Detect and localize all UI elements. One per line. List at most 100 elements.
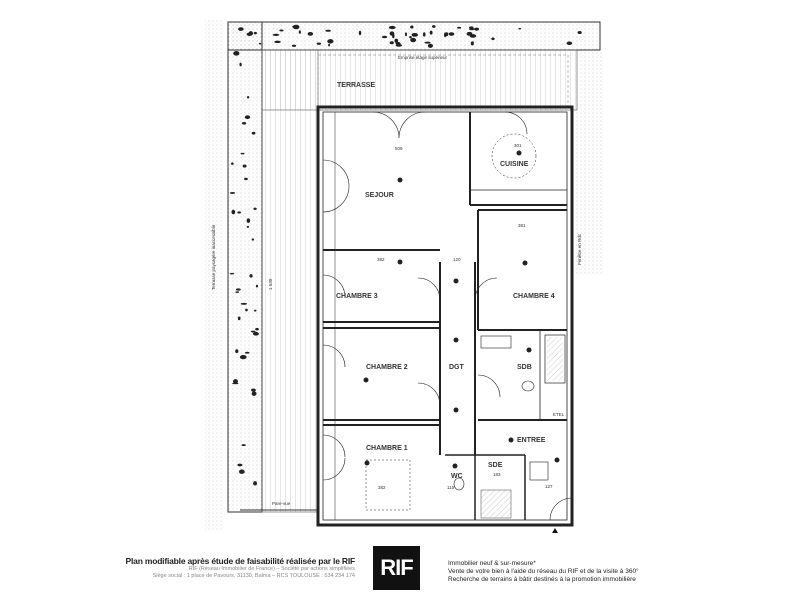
note-terrasse-paysagere: Terrasse paysagère inaccessible [211, 224, 216, 290]
footer-taglines: Immobilier neuf & sur-mesure* Vente de v… [448, 560, 639, 584]
foliage-mark [253, 31, 257, 35]
dim-entree: 127 [545, 484, 553, 489]
ceiling-lights [363, 150, 560, 469]
ceiling-light-icon [364, 460, 370, 466]
foliage-mark [474, 27, 479, 31]
ceiling-light-icon [554, 457, 560, 463]
foliage-mark [241, 444, 246, 447]
foliage-mark [291, 44, 297, 47]
foliage-mark [395, 43, 403, 47]
foliage-mark [566, 41, 573, 45]
foliage-mark [250, 330, 256, 333]
foliage-mark [254, 309, 257, 312]
foliage-mark [410, 25, 414, 29]
foliage-mark [229, 192, 236, 194]
foliage-mark [231, 162, 234, 165]
tagline-2: Vente de votre bien à l'aide du réseau d… [448, 568, 639, 575]
foliage-mark [292, 24, 300, 30]
dim-terrace-length: 1 530 [268, 278, 273, 290]
foliage-mark [233, 379, 238, 384]
foliage-mark [239, 354, 247, 360]
foliage-mark [411, 32, 419, 37]
foliage-mark [325, 29, 331, 32]
foliage-mark [251, 131, 256, 135]
note-pare-vue: Pare-vue [272, 501, 291, 506]
foliage-mark [248, 31, 253, 36]
foliage-mark [258, 42, 262, 45]
foliage-mark [518, 27, 522, 30]
footer-address: Siège social : 1 place de Pavours, 31130… [152, 573, 355, 579]
foliage-mark [389, 41, 394, 45]
ceiling-light-icon [397, 259, 403, 265]
foliage-mark [316, 42, 322, 45]
foliage-mark [246, 95, 250, 99]
foliage-mark [410, 37, 417, 43]
foliage-mark [443, 32, 447, 38]
ceiling-light-icon [526, 347, 532, 353]
foliage-mark [249, 274, 253, 278]
room-label-dgt: DGT [449, 364, 465, 371]
foliage-mark [252, 331, 259, 336]
foliage-mark [242, 164, 247, 168]
foliage-mark [237, 463, 243, 467]
footer-legal: Plan modifiable après étude de faisabili… [126, 556, 356, 580]
ceiling-light-icon [453, 337, 459, 343]
foliage-mark [251, 391, 257, 396]
ceiling-light-icon [522, 260, 528, 266]
foliage-mark [245, 351, 250, 354]
foliage-mark [253, 481, 258, 486]
foliage-mark [457, 26, 462, 29]
tagline-1: Immobilier neuf & sur-mesure* [448, 560, 536, 567]
room-label-terrasse: TERRASSE [337, 82, 375, 89]
room-label-chambre-1: CHAMBRE 1 [366, 445, 408, 452]
terrace-decking [240, 49, 578, 513]
foliage-mark [432, 25, 436, 28]
foliage-mark [241, 121, 247, 125]
walls [316, 105, 574, 527]
foliage-mark [422, 32, 426, 37]
dim-sejour: 509 [395, 146, 403, 151]
foliage-mark [358, 30, 362, 36]
foliage-mark [237, 211, 241, 214]
foliage-mark [577, 30, 582, 35]
note-etel: ETEL [553, 412, 565, 417]
foliage-mark [238, 469, 245, 474]
foliage-mark [388, 25, 396, 30]
foliage-mark [469, 28, 475, 31]
dim-sde: 183 [493, 472, 501, 477]
foliage-mark [491, 37, 495, 41]
foliage-mark [253, 207, 257, 210]
foliage-mark [246, 225, 250, 228]
shower-hatching [480, 337, 563, 519]
foliage-mark [229, 272, 235, 275]
dim-dgt: 120 [453, 257, 461, 262]
note-emprise: Emprise étage supérieur [398, 55, 448, 60]
foliage-mark [381, 35, 388, 39]
foliage-mark [327, 39, 334, 44]
foliage-mark [429, 30, 433, 35]
foliage-mark [394, 38, 399, 43]
foliage-mark [237, 316, 241, 321]
foliage-mark [238, 27, 244, 31]
ceiling-light-icon [363, 377, 369, 383]
foliage-mark [255, 284, 259, 288]
room-label-chambre-4: CHAMBRE 4 [513, 293, 555, 300]
foliage-mark [328, 43, 331, 47]
dim-chambre-4: 381 [518, 223, 526, 228]
foliage-mark [424, 41, 431, 44]
foliage-mark [292, 25, 295, 28]
room-label-sejour: SEJOUR [365, 192, 394, 199]
tagline-3: Recherche de terrains à bâtir destinés à… [448, 576, 636, 583]
foliage-mark [239, 62, 242, 67]
foliage-mark [235, 288, 241, 291]
dim-chambre-1: 382 [378, 485, 386, 490]
room-label-cuisine: CUISINE [500, 161, 529, 168]
foliage-mark [307, 31, 314, 36]
foliage-mark [231, 209, 236, 215]
foliage-mark [251, 388, 256, 392]
foliage-mark [272, 33, 280, 36]
foliage-mark [409, 36, 412, 39]
room-label-sdb: SDB [517, 364, 532, 371]
room-label-wc: WC [451, 473, 463, 480]
